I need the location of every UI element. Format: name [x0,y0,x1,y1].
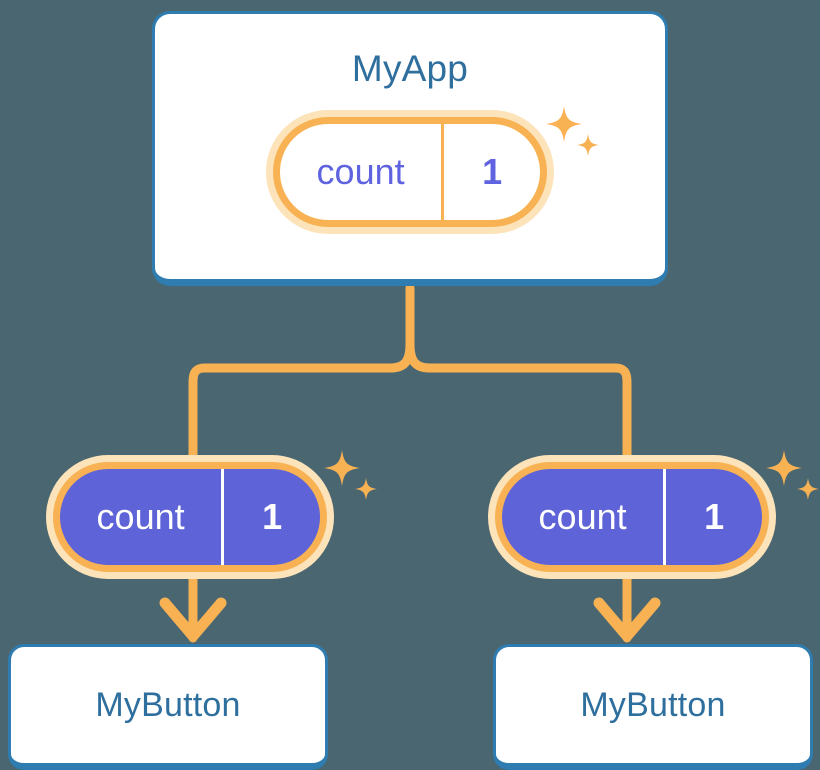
branch-fork-right [405,339,632,460]
state-pill-inner: count 1 [53,462,327,572]
state-pill-inner: count 1 [495,462,769,572]
branch-fork [188,339,415,460]
state-key: count [316,151,405,192]
page-title: MyApp [351,48,469,89]
arrow-head-right-icon [593,597,661,642]
state-value: 1 [441,124,540,220]
state-pill-myapp[interactable]: count 1 [266,110,554,234]
component-card-label: MyButton [95,686,241,724]
state-pill-inner: count 1 [273,117,547,227]
component-card-label: MyButton [580,686,726,724]
arrow-head-left-icon [159,597,227,642]
state-pill-child-right[interactable]: count 1 [488,455,776,579]
component-card-mybutton-left[interactable]: MyButton [8,644,328,770]
component-card-mybutton-right[interactable]: MyButton [493,644,813,770]
state-value: 1 [221,469,320,565]
state-pill-child-left[interactable]: count 1 [46,455,334,579]
state-key: count [96,496,185,537]
state-key: count [538,496,627,537]
state-value: 1 [663,469,762,565]
